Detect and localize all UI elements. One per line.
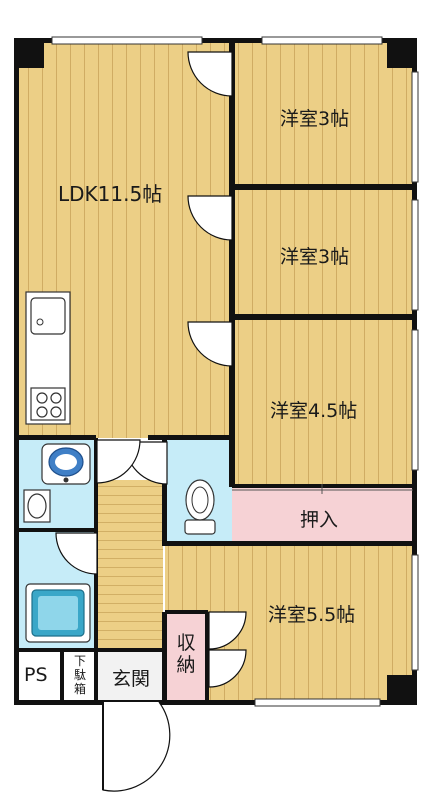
label-ps: PS [24, 664, 48, 686]
storage-floor [167, 612, 207, 700]
kitchen-counter [25, 291, 71, 425]
label-shoe-box-line3: 箱 [73, 682, 86, 696]
entrance-floor [97, 650, 163, 702]
bathtub-icon [25, 583, 91, 643]
stairs-floor [97, 480, 163, 650]
door-bathroom [55, 532, 98, 575]
stove-icon [30, 387, 66, 421]
label-western3: 洋室4.5帖 [270, 400, 358, 422]
windows [51, 36, 419, 707]
label-storage: 収 納 [174, 632, 198, 676]
washbasin-icon [41, 443, 91, 485]
label-ldk: LDK11.5帖 [58, 182, 163, 206]
door-western4 [208, 611, 247, 650]
label-western4: 洋室5.5帖 [268, 604, 356, 626]
ps-floor [18, 650, 62, 702]
closet-oshiire-floor [232, 487, 413, 542]
label-western2: 洋室3帖 [280, 246, 350, 268]
western2-floor [232, 187, 413, 317]
door-front [102, 701, 171, 792]
label-storage-line2: 納 [176, 654, 196, 676]
door-washroom [96, 439, 141, 484]
label-storage-line1: 収 [176, 632, 196, 654]
label-entrance: 玄関 [112, 668, 151, 690]
door-storage [208, 649, 247, 688]
label-shoe-box: 下 駄 箱 [73, 654, 87, 696]
label-shoe-box-line2: 駄 [73, 668, 86, 682]
door-swings [55, 51, 247, 792]
door-western1 [187, 51, 233, 97]
western1-floor [232, 42, 413, 187]
label-shoe-box-line1: 下 [73, 654, 86, 668]
label-closet-oshiire: 押入 [300, 509, 339, 531]
washing-machine-icon [23, 489, 51, 523]
western3-floor [232, 317, 413, 487]
door-western2 [187, 195, 233, 241]
door-western3 [187, 321, 233, 367]
toilet-icon [184, 479, 216, 535]
label-western1: 洋室3帖 [280, 108, 350, 130]
sink-icon [30, 297, 66, 335]
